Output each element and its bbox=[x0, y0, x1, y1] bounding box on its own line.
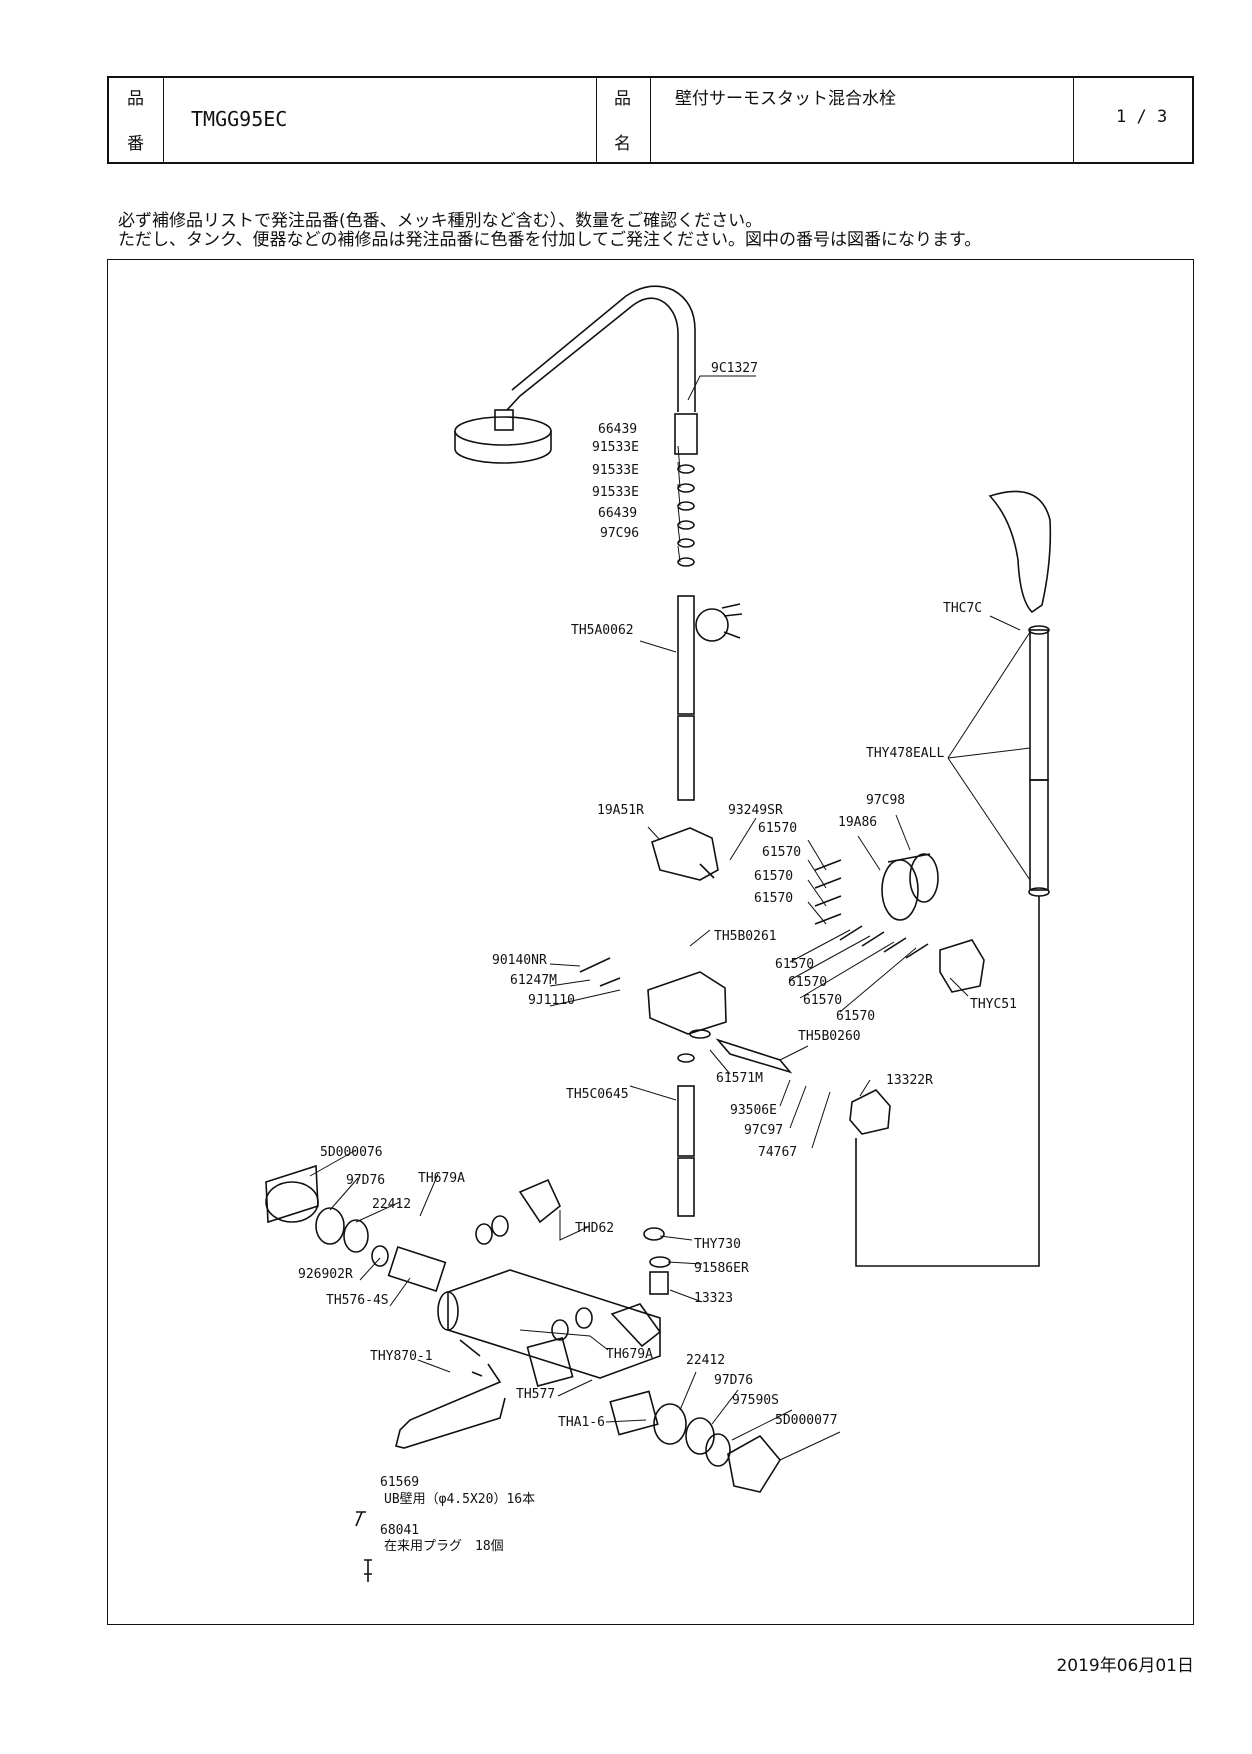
product-code: TMGG95EC bbox=[191, 107, 288, 131]
part-label: 90140NR bbox=[492, 953, 547, 968]
supply-elbows bbox=[475, 1178, 662, 1348]
part-label: 93506E bbox=[730, 1103, 777, 1118]
part-label: TH5B0261 bbox=[714, 929, 777, 944]
wall-flange bbox=[881, 853, 939, 921]
part-label: 在来用プラグ 18個 bbox=[384, 1539, 504, 1554]
part-label: 97C96 bbox=[600, 526, 639, 541]
temperature-handle bbox=[265, 1164, 447, 1292]
part-label: 97D76 bbox=[346, 1173, 385, 1188]
part-label: 61570 bbox=[762, 845, 801, 860]
part-label: TH576-4S bbox=[326, 1293, 389, 1308]
slide-bracket bbox=[651, 827, 719, 881]
part-label: 61570 bbox=[754, 869, 793, 884]
part-label: 9J1110 bbox=[528, 993, 575, 1008]
part-label: TH577 bbox=[516, 1387, 555, 1402]
shower-arm bbox=[506, 285, 696, 412]
notice-line-2: ただし、タンク、便器などの補修品は発注品番に色番を付加してご発注ください。図中の… bbox=[118, 230, 982, 250]
part-label: 97C98 bbox=[866, 793, 905, 808]
part-label: 19A86 bbox=[838, 815, 877, 830]
outlet-fitting bbox=[643, 1227, 671, 1295]
elbow-fitting bbox=[849, 1089, 891, 1135]
header-divider bbox=[163, 78, 164, 162]
diverter-body bbox=[579, 957, 727, 1039]
part-label: THY478EALL bbox=[866, 746, 944, 761]
issue-date: 2019年06月01日 bbox=[1056, 1656, 1194, 1676]
shower-hose bbox=[1028, 625, 1050, 897]
part-label: 61570 bbox=[775, 957, 814, 972]
part-label: 13323 bbox=[694, 1291, 733, 1306]
product-name: 壁付サーモスタット混合水栓 bbox=[675, 89, 896, 109]
part-label: 61570 bbox=[803, 993, 842, 1008]
part-label: THA1-6 bbox=[558, 1415, 605, 1430]
pipe-end bbox=[674, 413, 698, 455]
part-label: TH5A0062 bbox=[571, 623, 634, 638]
part-label: 926902R bbox=[298, 1267, 353, 1282]
diagram-frame bbox=[107, 259, 1194, 1625]
part-label: 97D76 bbox=[714, 1373, 753, 1388]
thermostat-body bbox=[437, 1269, 661, 1379]
lower-pipe bbox=[677, 1053, 695, 1217]
part-label: 19A51R bbox=[597, 803, 644, 818]
part-label: 93249SR bbox=[728, 803, 783, 818]
part-label: 61571M bbox=[716, 1071, 763, 1086]
part-label: 22412 bbox=[686, 1353, 725, 1368]
wall-hook bbox=[939, 939, 985, 993]
part-label: 91533E bbox=[592, 440, 639, 455]
part-label: 61247M bbox=[510, 973, 557, 988]
leader-lines bbox=[309, 375, 1031, 1461]
part-label: THD62 bbox=[575, 1221, 614, 1236]
header-divider bbox=[596, 78, 597, 162]
part-label: 66439 bbox=[598, 422, 637, 437]
riser-pipe bbox=[677, 595, 743, 801]
part-label: TH5B0260 bbox=[798, 1029, 861, 1044]
part-label: 97C97 bbox=[744, 1123, 783, 1138]
part-label: 91586ER bbox=[694, 1261, 749, 1276]
part-label: 22412 bbox=[372, 1197, 411, 1212]
part-label: 74767 bbox=[758, 1145, 797, 1160]
part-label: 61569 bbox=[380, 1475, 419, 1490]
part-label: 5D000077 bbox=[775, 1413, 838, 1428]
hinban-label: 番 bbox=[127, 134, 144, 154]
part-label: 97590S bbox=[732, 1393, 779, 1408]
hinban-label: 品 bbox=[127, 89, 144, 109]
part-label: 91533E bbox=[592, 463, 639, 478]
part-label: 91533E bbox=[592, 485, 639, 500]
part-label: 13322R bbox=[886, 1073, 933, 1088]
washer-stack bbox=[677, 464, 695, 567]
notice-line-1: 必ず補修品リストで発注品番(色番、メッキ種別など含む）、数量をご確認ください。 bbox=[118, 211, 763, 231]
part-label: THY870-1 bbox=[370, 1349, 433, 1364]
part-label: UB壁用（φ4.5X20）16本 bbox=[384, 1492, 535, 1507]
part-label: 61570 bbox=[754, 891, 793, 906]
part-label: THC7C bbox=[943, 601, 982, 616]
plug-icon bbox=[364, 1559, 372, 1582]
part-label: 61570 bbox=[836, 1009, 875, 1024]
screw-icon bbox=[355, 1511, 366, 1527]
part-label: 61570 bbox=[788, 975, 827, 990]
part-label: 61570 bbox=[758, 821, 797, 836]
screws bbox=[814, 859, 929, 959]
part-label: 66439 bbox=[598, 506, 637, 521]
part-label: THY730 bbox=[694, 1237, 741, 1252]
part-label: 5D000076 bbox=[320, 1145, 383, 1160]
shower-head bbox=[454, 409, 552, 464]
cartridge bbox=[715, 1038, 793, 1074]
part-labels: 9C1327 66439 91533E 91533E 91533E 66439 97C96T… bbox=[298, 361, 1017, 1554]
page-number: 1 / 3 bbox=[1116, 107, 1168, 127]
part-label: THYC51 bbox=[970, 997, 1017, 1012]
header-table: 品 番 TMGG95EC 品 名 壁付サーモスタット混合水栓 1 / 3 bbox=[107, 76, 1194, 164]
hinmei-label: 名 bbox=[614, 134, 631, 154]
part-label: TH679A bbox=[418, 1171, 465, 1186]
part-label: TH679A bbox=[606, 1347, 653, 1362]
hand-shower bbox=[988, 490, 1052, 614]
hose-route-line bbox=[855, 896, 1040, 1267]
part-label: 9C1327 bbox=[711, 361, 758, 376]
header-divider bbox=[650, 78, 651, 162]
flow-handle bbox=[526, 1337, 781, 1493]
part-label: TH5C0645 bbox=[566, 1087, 629, 1102]
part-label: 68041 bbox=[380, 1523, 419, 1538]
hinmei-label: 品 bbox=[614, 89, 631, 109]
header-divider bbox=[1073, 78, 1074, 162]
bath-spout bbox=[395, 1363, 506, 1449]
